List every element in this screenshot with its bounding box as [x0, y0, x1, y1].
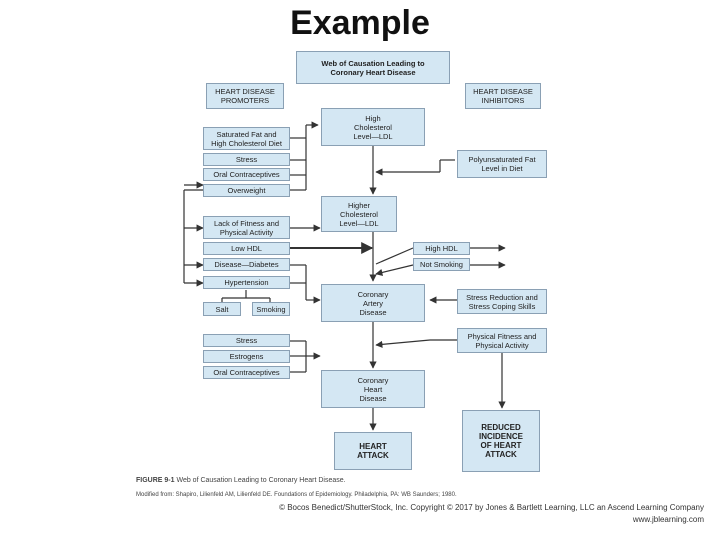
chain-heart-attack: HEART ATTACK	[334, 432, 412, 470]
figure-source: Modified from: Shapiro, Lilienfeld AM, L…	[136, 492, 457, 498]
figure-label: FIGURE 9-1	[136, 477, 175, 484]
inhibitors-title: HEART DISEASE INHIBITORS	[465, 83, 541, 109]
copyright-credit: © Bocos Benedict/ShutterStock, Inc. Copy…	[279, 503, 704, 512]
factor-hypertension: Hypertension	[203, 276, 290, 289]
slide-title: Example	[290, 4, 430, 42]
chain-higher-cholesterol: Higher Cholesterol Level—LDL	[321, 196, 397, 232]
promoters-title: HEART DISEASE PROMOTERS	[206, 83, 284, 109]
factor-smoking: Smoking	[252, 302, 290, 316]
chain-coronary-heart-disease: Coronary Heart Disease	[321, 370, 425, 408]
inhibitor-stress-reduction: Stress Reduction and Stress Coping Skill…	[457, 289, 547, 314]
chain-high-cholesterol: High Cholesterol Level—LDL	[321, 108, 425, 146]
inhibitor-physical-fitness: Physical Fitness and Physical Activity	[457, 328, 547, 353]
inhibitor-polyunsaturated-fat: Polyunsaturated Fat Level in Diet	[457, 150, 547, 178]
factor-lack-fitness: Lack of Fitness and Physical Activity	[203, 216, 290, 239]
inhibitor-reduced-incidence: REDUCED INCIDENCE OF HEART ATTACK	[462, 410, 540, 472]
chain-coronary-artery-disease: Coronary Artery Disease	[321, 284, 425, 322]
factor-oral-contraceptives-2: Oral Contraceptives	[203, 366, 290, 379]
inhibitor-high-hdl: High HDL	[413, 242, 470, 255]
factor-sat-fat: Saturated Fat and High Cholesterol Diet	[203, 127, 290, 150]
factor-stress-1: Stress	[203, 153, 290, 166]
factor-salt: Salt	[203, 302, 241, 316]
inhibitor-not-smoking: Not Smoking	[413, 258, 470, 271]
factor-low-hdl: Low HDL	[203, 242, 290, 255]
publisher-url: www.jblearning.com	[632, 515, 704, 524]
factor-overweight: Overweight	[203, 184, 290, 197]
factor-stress-2: Stress	[203, 334, 290, 347]
factor-oral-contraceptives-1: Oral Contraceptives	[203, 168, 290, 181]
factor-disease-diabetes: Disease—Diabetes	[203, 258, 290, 271]
figure-caption: FIGURE 9-1 Web of Causation Leading to C…	[136, 477, 346, 484]
figure-text: Web of Causation Leading to Coronary Hea…	[176, 477, 346, 484]
diagram-header: Web of Causation Leading to Coronary Hea…	[296, 51, 450, 84]
factor-estrogens: Estrogens	[203, 350, 290, 363]
